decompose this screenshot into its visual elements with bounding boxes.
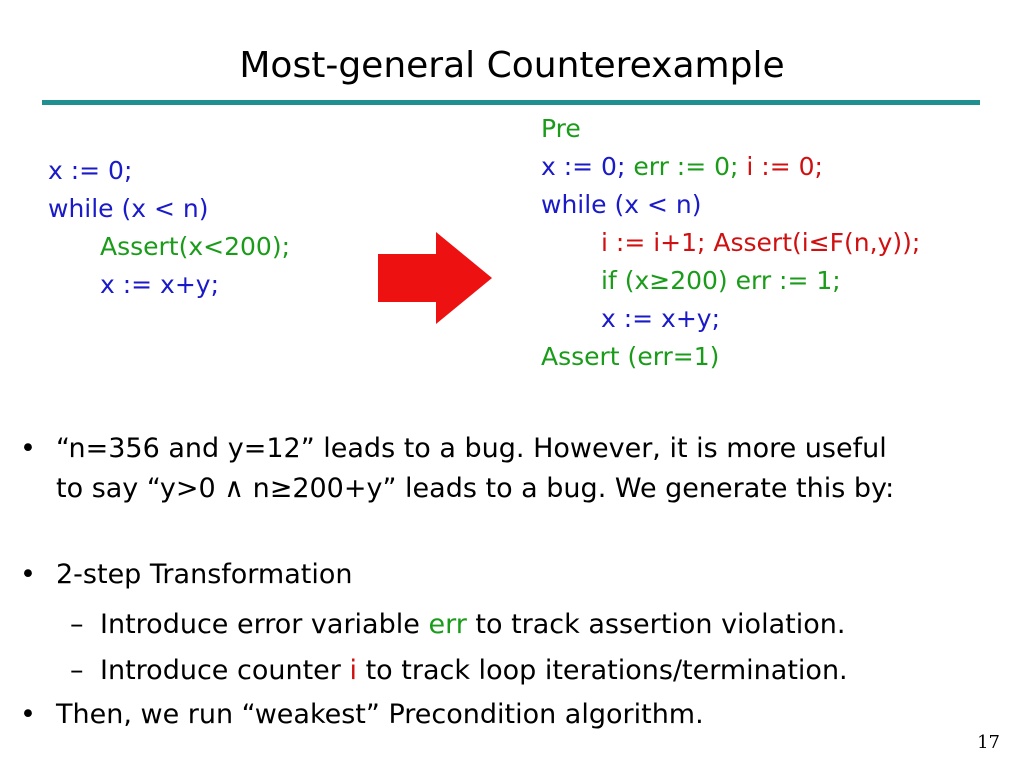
code-line: x := 0; err := 0; i := 0; — [541, 148, 920, 186]
transformed-program: Pre x := 0; err := 0; i := 0; while (x <… — [541, 110, 920, 376]
bullet-text: 2-step Transformation — [56, 559, 353, 590]
text-segment: to track assertion violation. — [475, 609, 846, 640]
sub-item-text: Introduce error variable err to track as… — [100, 606, 845, 644]
bullet-icon: • — [20, 433, 36, 464]
bullet-text: “n=356 and y=12” leads to a bug. However… — [56, 433, 887, 464]
code-line: Assert (err=1) — [541, 342, 720, 371]
sub-item-text: Introduce counter i to track loop iterat… — [100, 652, 848, 690]
keyword-err: err — [428, 609, 467, 640]
code-line: i := i+1; Assert(i≤F(n,y)); — [601, 228, 921, 257]
code-line: if (x≥200) err := 1; — [601, 266, 841, 295]
code-segment: err := 0; — [633, 152, 739, 181]
code-line: x := 0; — [48, 156, 133, 185]
bullet-icon: • — [20, 699, 36, 730]
original-program: x := 0; while (x < n) Assert(x<200); x :… — [48, 152, 290, 304]
dash-icon: – — [70, 609, 84, 640]
code-line: Assert(x<200); — [100, 232, 291, 261]
code-line: Pre — [541, 114, 581, 143]
bullet-icon: • — [20, 559, 36, 590]
page-number: 17 — [977, 732, 1000, 753]
slide-title: Most-general Counterexample — [239, 45, 785, 86]
dash-icon: – — [70, 655, 84, 686]
code-line: while (x < n) — [48, 194, 209, 223]
code-segment: i := 0; — [746, 152, 823, 181]
code-line: x := x+y; — [601, 304, 721, 333]
text-segment: Introduce error variable — [100, 609, 420, 640]
title-divider — [42, 100, 980, 105]
code-line: x := x+y; — [100, 270, 220, 299]
transform-arrow-icon — [378, 232, 492, 324]
code-line: while (x < n) — [541, 190, 702, 219]
list-item-continuation: to say “y>0 ∧ n≥200+y” leads to a bug. W… — [56, 473, 895, 504]
text-segment: Introduce counter — [100, 655, 341, 686]
text-segment: to track loop iterations/termination. — [365, 655, 848, 686]
code-segment: x := 0; — [541, 152, 626, 181]
bullet-text: Then, we run “weakest” Precondition algo… — [56, 699, 704, 730]
keyword-i: i — [349, 655, 357, 686]
